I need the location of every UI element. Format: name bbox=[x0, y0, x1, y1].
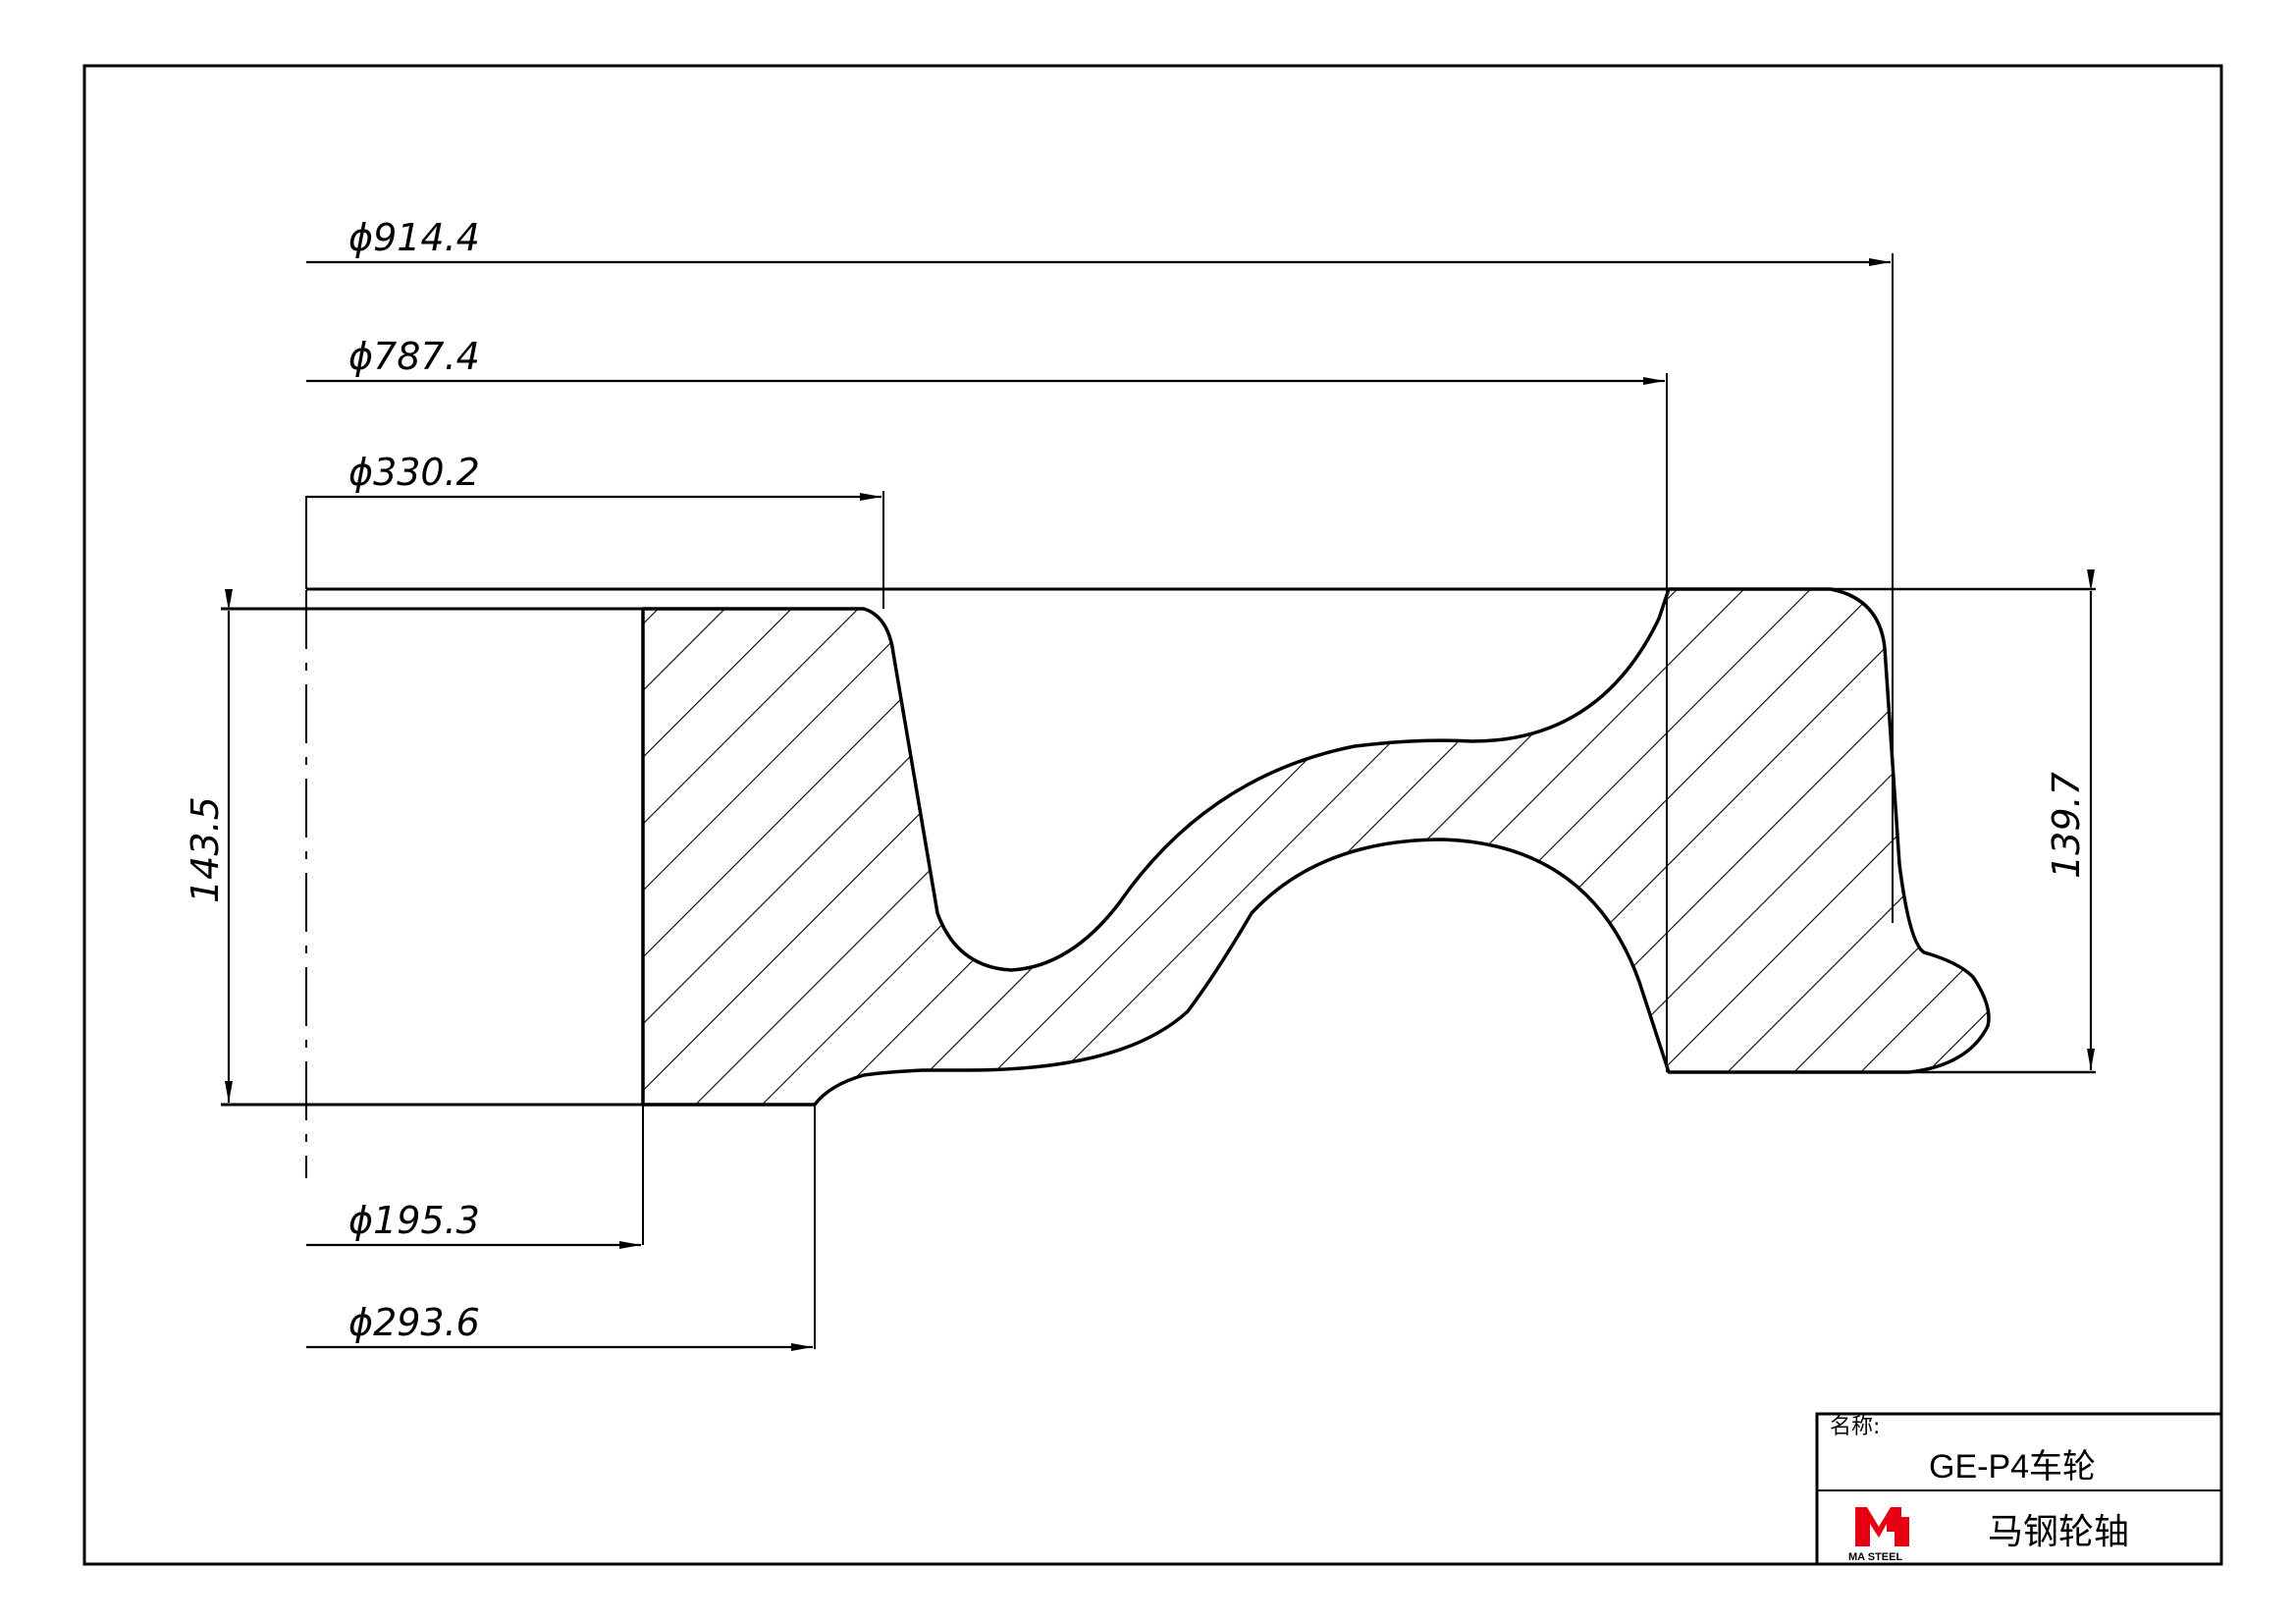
logo-mark-icon bbox=[1855, 1507, 1909, 1546]
dim-text-143: 143.5 bbox=[184, 796, 227, 903]
dim-text-293: ϕ293.6 bbox=[348, 1301, 480, 1344]
dim-text-787: ϕ787.4 bbox=[348, 335, 480, 378]
company-name: 马钢轮轴 bbox=[1988, 1512, 2129, 1552]
dim-text-139: 139.7 bbox=[2045, 772, 2088, 879]
logo-text: MA STEEL bbox=[1848, 1551, 1902, 1563]
title-block: 名称: GE-P4车轮 MA STEEL 马钢轮轴 bbox=[1815, 1412, 2223, 1566]
dim-text-330: ϕ330.2 bbox=[348, 451, 480, 494]
drawing-frame bbox=[82, 64, 2223, 1566]
name-label: 名称: bbox=[1830, 1415, 1880, 1439]
dim-text-914: ϕ914.4 bbox=[348, 216, 480, 259]
dim-text-195: ϕ195.3 bbox=[348, 1199, 480, 1242]
masteel-logo: MA STEEL bbox=[1848, 1507, 1909, 1563]
wheel-cross-section bbox=[641, 587, 1991, 1107]
part-name: GE-P4车轮 bbox=[1929, 1448, 2096, 1486]
